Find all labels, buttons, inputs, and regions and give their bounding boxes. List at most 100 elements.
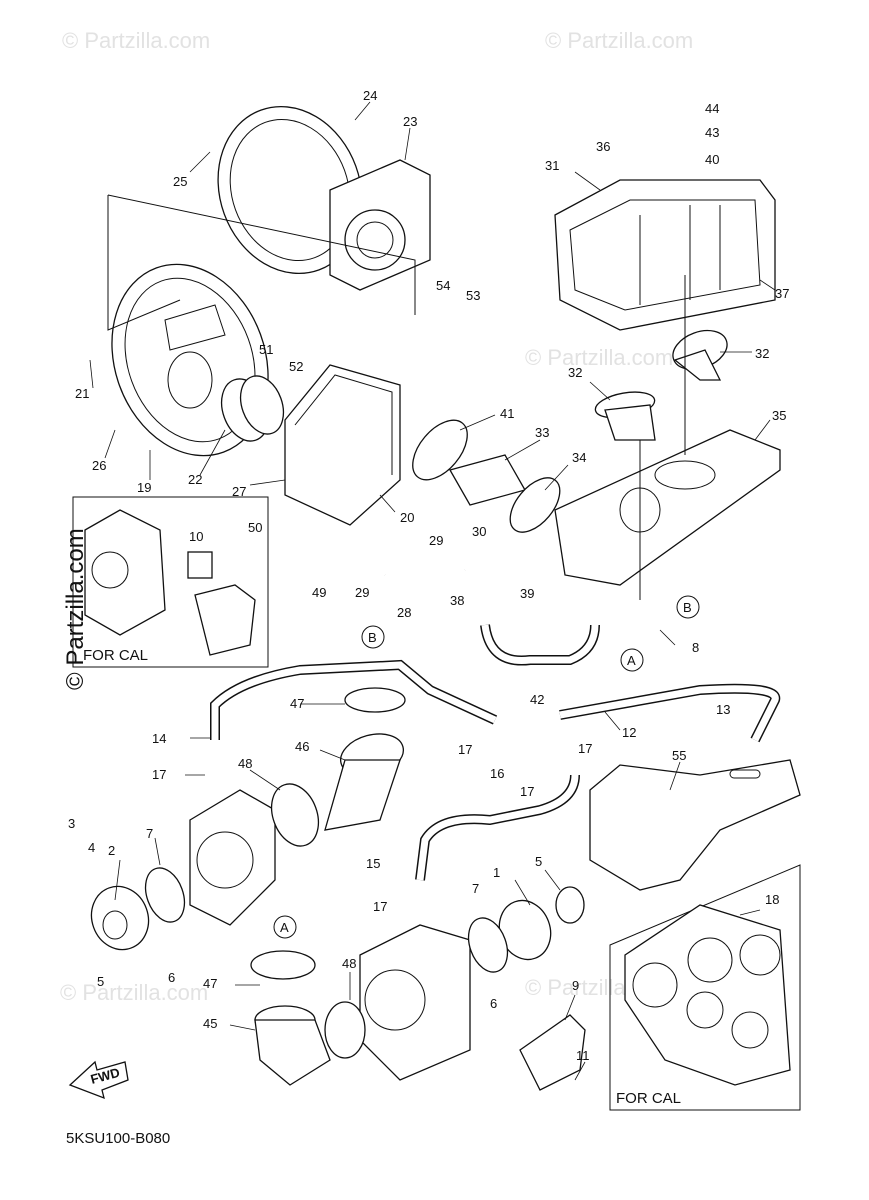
ref-circle-b-right: B <box>676 595 700 619</box>
callout-47a: 47 <box>290 696 304 711</box>
carburetor-rear <box>189 789 276 926</box>
callout-37: 37 <box>775 286 789 301</box>
callout-28: 28 <box>397 605 411 620</box>
for-cal-top-carb <box>84 509 256 656</box>
callout-6a: 6 <box>168 970 175 985</box>
callout-5a: 5 <box>97 974 104 989</box>
for-cal-box-bottom <box>609 864 801 1111</box>
intake-ducts-32 <box>594 329 728 441</box>
callout-34: 34 <box>572 450 586 465</box>
callout-27: 27 <box>232 484 246 499</box>
callout-46: 46 <box>295 739 309 754</box>
svg-text:A: A <box>627 653 636 668</box>
watermark: © Partzilla.com <box>545 28 694 53</box>
callout-47b: 47 <box>203 976 217 991</box>
svg-text:FWD: FWD <box>89 1065 121 1087</box>
callout-40: 40 <box>705 152 719 167</box>
callout-17a: 17 <box>152 767 166 782</box>
callout-22: 22 <box>188 472 202 487</box>
callout-48a: 48 <box>238 756 252 771</box>
fwd-arrow-icon: FWD <box>68 1060 129 1100</box>
cover-2-joint <box>90 867 186 951</box>
callout-25: 25 <box>173 174 187 189</box>
callout-1: 1 <box>493 865 500 880</box>
callout-44: 44 <box>705 101 719 116</box>
callout-43: 43 <box>705 125 719 140</box>
callout-35: 35 <box>772 408 786 423</box>
callout-10: 10 <box>189 529 203 544</box>
callout-labels: 24 23 25 21 26 19 22 27 20 51 52 54 53 4… <box>68 88 789 1063</box>
callout-9: 9 <box>572 978 579 993</box>
callout-17d: 17 <box>578 741 592 756</box>
callout-39: 39 <box>520 586 534 601</box>
joint-45-47-48 <box>250 950 366 1086</box>
air-cleaner-cover-24 <box>217 105 363 275</box>
plate-55 <box>589 759 801 891</box>
intake-box-35 <box>554 429 781 586</box>
hoses <box>210 567 781 881</box>
callout-14: 14 <box>152 731 166 746</box>
watermark: © Partzilla.com <box>62 28 211 53</box>
callout-50: 50 <box>248 520 262 535</box>
callout-32a: 32 <box>755 346 769 361</box>
callout-31: 31 <box>545 158 559 173</box>
callout-48b: 48 <box>342 956 356 971</box>
svg-text:B: B <box>683 600 692 615</box>
callout-5b: 5 <box>535 854 542 869</box>
air-cleaner-case-19 <box>111 263 269 457</box>
for-cal-box-top <box>72 496 269 668</box>
callout-20: 20 <box>400 510 414 525</box>
watermark: © Partzilla.com <box>525 345 674 370</box>
intake-cover-31 <box>554 179 776 331</box>
joint-1-7 <box>467 886 585 973</box>
callout-17b: 17 <box>458 742 472 757</box>
callout-54: 54 <box>436 278 450 293</box>
callout-29b: 29 <box>429 533 443 548</box>
watermark: © Partzilla.com <box>60 980 209 1005</box>
callout-13: 13 <box>716 702 730 717</box>
callout-18: 18 <box>765 892 779 907</box>
carburetor-front <box>359 924 471 1081</box>
callout-2: 2 <box>108 843 115 858</box>
callout-38: 38 <box>450 593 464 608</box>
svg-text:B: B <box>368 630 377 645</box>
callout-4: 4 <box>88 840 95 855</box>
callout-26: 26 <box>92 458 106 473</box>
callout-51: 51 <box>259 342 273 357</box>
callout-36: 36 <box>596 139 610 154</box>
callout-42: 42 <box>530 692 544 707</box>
ref-circle-a-bottom: A <box>273 915 297 939</box>
for-cal-label-bottom: FOR CAL <box>616 1090 682 1107</box>
ref-circle-a-right: A <box>620 648 644 672</box>
callout-21: 21 <box>75 386 89 401</box>
callout-24: 24 <box>363 88 377 103</box>
callout-52: 52 <box>289 359 303 374</box>
callout-29a: 29 <box>355 585 369 600</box>
leader-lines <box>89 101 776 1081</box>
callout-15: 15 <box>366 856 380 871</box>
side-watermark: © Partzilla.com <box>62 528 89 690</box>
joints-33-41 <box>412 419 561 533</box>
joint-46-48 <box>270 733 404 847</box>
callout-23: 23 <box>403 114 417 129</box>
callout-17c: 17 <box>520 784 534 799</box>
callout-3: 3 <box>68 816 75 831</box>
callout-32b: 32 <box>568 365 582 380</box>
callout-49: 49 <box>312 585 326 600</box>
callout-16: 16 <box>490 766 504 781</box>
svg-text:A: A <box>280 920 289 935</box>
clamp-47-top <box>344 687 406 713</box>
callout-11: 11 <box>576 1048 590 1063</box>
callout-45: 45 <box>203 1016 217 1031</box>
callout-6b: 6 <box>490 996 497 1011</box>
ref-circle-b-top: B <box>361 625 385 649</box>
callout-7a: 7 <box>146 826 153 841</box>
drawing-code: 5KSU100-B080 <box>66 1130 171 1147</box>
callout-55: 55 <box>672 748 686 763</box>
callout-53: 53 <box>466 288 480 303</box>
gasket-18 <box>624 904 791 1086</box>
callout-12: 12 <box>622 725 636 740</box>
callout-30: 30 <box>472 524 486 539</box>
